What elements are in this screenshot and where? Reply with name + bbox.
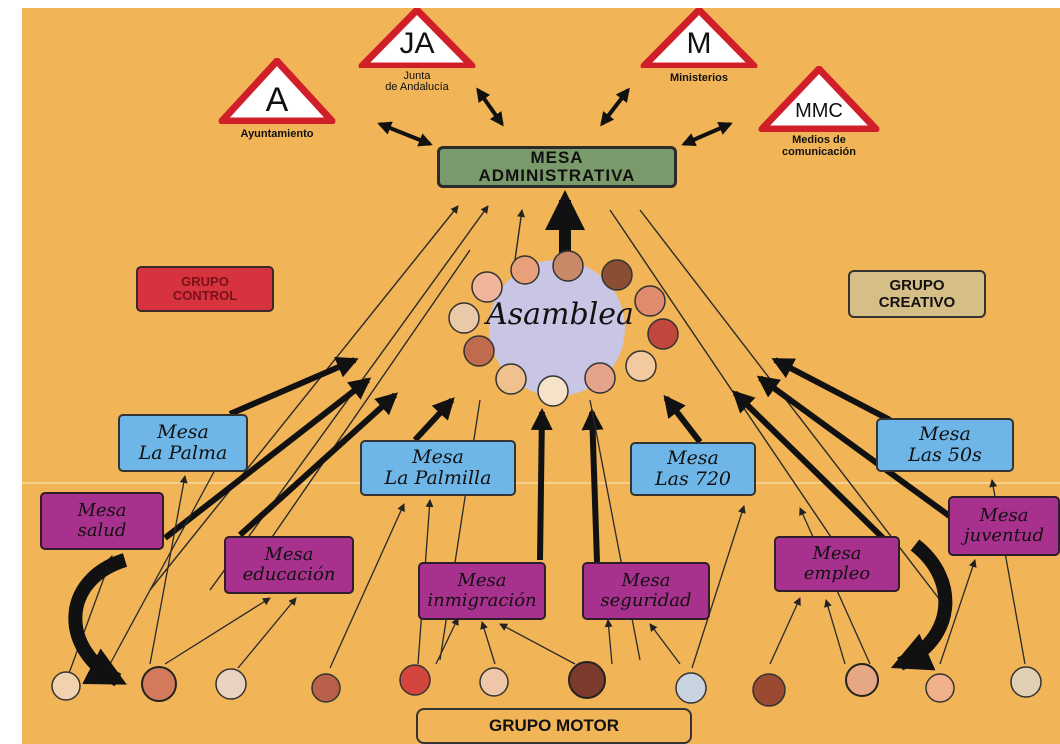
- triangle-ministerios-icon: [640, 8, 758, 68]
- mesa-salud-box: Mesa salud: [40, 492, 164, 550]
- triangle-medios-icon: [758, 66, 880, 132]
- junta-label-line1: Junta: [403, 70, 431, 82]
- arrow-medios: [681, 121, 733, 147]
- arrow-ministerios: [600, 87, 630, 127]
- junta-letters: JA: [399, 27, 435, 60]
- mesa-seguridad-line2: seguridad: [600, 590, 692, 611]
- mesa-seguridad-line1: Mesa: [621, 570, 671, 591]
- mesa-las-720-line1: Mesa: [667, 447, 719, 469]
- mesa-inmigracion-box: Mesa inmigración: [418, 562, 546, 620]
- mesa-juventud-line2: juventud: [964, 525, 1044, 546]
- mesa-las-720-line2: Las 720: [655, 468, 731, 490]
- mesa-salud-line1: Mesa: [77, 500, 127, 521]
- triangle-ayuntamiento-icon: [218, 58, 336, 124]
- mesa-la-palmilla-line2: La Palmilla: [384, 467, 492, 489]
- mesa-la-palmilla-box: Mesa La Palmilla: [360, 440, 516, 496]
- grupo-motor-box: GRUPO MOTOR: [416, 708, 692, 744]
- medios-label-line1: Medios de: [792, 134, 846, 146]
- mesa-seguridad-box: Mesa seguridad: [582, 562, 710, 620]
- mesa-educacion-box: Mesa educación: [224, 536, 354, 594]
- mesa-la-palmilla-line1: Mesa: [412, 446, 464, 468]
- triangle-junta-icon: [358, 8, 476, 68]
- grupo-control-box: GRUPO CONTROL: [136, 266, 274, 312]
- mesa-juventud-box: Mesa juventud: [948, 496, 1060, 556]
- mesa-administrativa-line2: ADMINISTRATIVA: [478, 166, 636, 185]
- grupo-control-line1: GRUPO: [181, 274, 229, 289]
- thick-arrows-to-asamblea: [163, 357, 957, 563]
- asamblea-circle: [489, 260, 625, 396]
- ayuntamiento-label: Ayuntamiento: [240, 128, 314, 140]
- mesa-la-palma-box: Mesa La Palma: [118, 414, 248, 472]
- curved-arrow-left: [68, 553, 128, 687]
- mesa-las-50s-line1: Mesa: [919, 423, 971, 445]
- mesa-inmigracion-line2: inmigración: [427, 590, 537, 611]
- mesa-las-50s-line2: Las 50s: [908, 444, 982, 466]
- ministerios-letters: M: [686, 27, 712, 60]
- junta-label-line2: de Andalucía: [385, 81, 449, 93]
- mesa-educacion-line1: Mesa: [264, 544, 314, 565]
- thin-lines-from-grupo-motor: [67, 399, 1026, 677]
- mesa-administrativa-box: MESA ADMINISTRATIVA: [437, 146, 677, 188]
- mesa-la-palma-line1: Mesa: [157, 421, 209, 443]
- medios-label-line2: comunicación: [782, 146, 856, 158]
- mesa-empleo-box: Mesa empleo: [774, 536, 900, 592]
- mesa-las-50s-box: Mesa Las 50s: [876, 418, 1014, 472]
- asamblea-label: Asamblea: [486, 297, 634, 332]
- mesa-empleo-line1: Mesa: [812, 543, 862, 564]
- mesa-administrativa-line1: MESA: [530, 148, 584, 167]
- grupo-creativo-box: GRUPO CREATIVO: [848, 270, 986, 318]
- grupo-creativo-line1: GRUPO: [889, 277, 945, 294]
- arrow-junta: [476, 87, 504, 127]
- mesa-juventud-line1: Mesa: [979, 505, 1029, 526]
- grupo-creativo-line2: CREATIVO: [878, 294, 956, 311]
- mesa-las-720-box: Mesa Las 720: [630, 442, 756, 496]
- grupo-control-line2: CONTROL: [172, 288, 238, 303]
- curved-arrow-right: [890, 539, 953, 671]
- grupo-motor-label: GRUPO MOTOR: [488, 716, 620, 735]
- mesa-educacion-line2: educación: [242, 564, 336, 585]
- mesa-inmigracion-line1: Mesa: [457, 570, 507, 591]
- mesa-salud-line2: salud: [77, 520, 127, 541]
- ayuntamiento-letters: A: [265, 81, 289, 119]
- mesa-empleo-line2: empleo: [803, 563, 871, 584]
- medios-letters: MMC: [795, 100, 843, 122]
- ministerios-label: Ministerios: [669, 72, 729, 84]
- mesa-la-palma-line2: La Palma: [138, 442, 228, 464]
- arrow-ayuntamiento: [377, 121, 433, 147]
